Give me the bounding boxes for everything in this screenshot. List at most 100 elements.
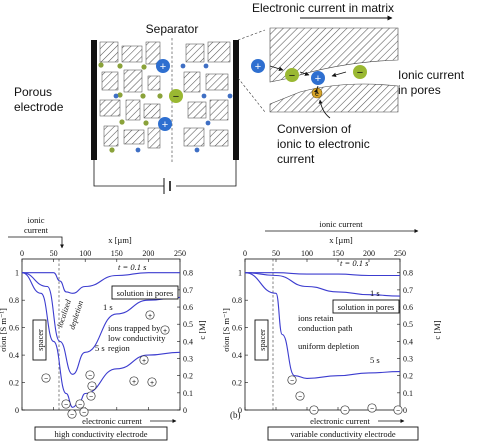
- solution-label: solution in pores: [117, 288, 174, 298]
- retain-label: conduction path: [298, 323, 353, 333]
- x-tick-label: 0: [20, 249, 24, 258]
- electronic-current-label: Electronic current in matrix: [252, 1, 394, 15]
- y-right-tick-label: 0.3: [403, 355, 413, 364]
- ion-symbol: [79, 407, 89, 417]
- ion-arrow: [331, 71, 347, 78]
- ion-symbol: [139, 355, 149, 365]
- conversion-label: ionic to electronic: [277, 137, 370, 151]
- dispersed-cations: [113, 63, 233, 153]
- caption-box-b: [267, 426, 419, 441]
- series-line-2: [244, 272, 401, 379]
- ion-sign: +: [148, 313, 152, 320]
- y-right-tick-label: 0.7: [183, 286, 193, 295]
- right-current-collector: [233, 40, 239, 160]
- ion-sign: −: [370, 406, 374, 413]
- ion-arrow: [299, 71, 310, 76]
- y-right-label: c [M]: [432, 320, 442, 339]
- ion-symbol: [61, 399, 71, 409]
- x-tick-label: 50: [272, 249, 280, 258]
- separator-label: Separator: [146, 22, 199, 36]
- spacer-label: spacer: [257, 329, 267, 351]
- ionic-current-label: current: [24, 225, 49, 235]
- external-circuit: [93, 160, 237, 187]
- ion-sign: −: [90, 384, 94, 391]
- anion-minus-icon: [353, 65, 367, 79]
- anion-sign: −: [289, 70, 295, 82]
- conversion-pointer: [318, 99, 331, 119]
- conversion-label: current: [277, 152, 315, 166]
- solution-box: [332, 299, 400, 314]
- cation-plus-icon: [311, 71, 325, 85]
- ion-symbol: [67, 409, 77, 419]
- trapped-ions: +++++−−−−−−−−: [41, 310, 170, 419]
- y-right-tick-label: 0.5: [183, 320, 193, 329]
- y-left-label: σion [S m⁻¹]: [221, 308, 231, 352]
- conversion-label: Conversion of: [277, 122, 352, 136]
- retain-label: ions retain: [298, 313, 334, 323]
- pore-zoom: Electronic current in matrix + − + − e I…: [251, 1, 465, 166]
- left-current-collector: [91, 40, 97, 160]
- series-line-2: [21, 272, 181, 408]
- ion-symbol: [86, 391, 96, 401]
- solution-label: solution in pores: [338, 302, 395, 312]
- ion-symbol: [309, 405, 319, 415]
- plot-frame-b: [244, 258, 401, 411]
- y-right-ticks-a: 00.10.20.30.40.50.60.70.8: [177, 269, 193, 415]
- x-tick-label: 150: [332, 249, 344, 258]
- trapped-label: low conductivity: [108, 333, 166, 343]
- y-right-tick-label: 0.4: [403, 337, 413, 346]
- anion-minus-icon: [285, 68, 299, 82]
- y-left-ticks-a: 00.20.40.60.81: [9, 269, 25, 415]
- spacer-box: [32, 319, 47, 361]
- y-right-tick-label: 0.8: [183, 269, 193, 278]
- curves-b: [244, 272, 401, 379]
- porous-electrode-label: Porous: [14, 85, 52, 99]
- zoom-line: [237, 29, 266, 41]
- cation-sign: +: [315, 73, 321, 85]
- series-line-0: [22, 272, 180, 294]
- ion-sign: +: [132, 379, 136, 386]
- uniform-depletion-label: uniform depletion: [298, 341, 360, 351]
- anion-minus-icon: [169, 89, 183, 103]
- series-line-1: [21, 272, 181, 375]
- t-label: t = 0.1 s: [118, 262, 147, 272]
- ion-sign: −: [396, 408, 400, 415]
- y-right-tick-label: 0.3: [183, 355, 193, 364]
- y-right-tick-label: 0.5: [403, 320, 413, 329]
- y-left-tick-label: 0.4: [232, 351, 242, 360]
- ion-symbol: [145, 310, 155, 320]
- ion-sign: −: [78, 402, 82, 409]
- y-right-tick-label: 0.7: [403, 286, 413, 295]
- y-left-tick-label: 0: [238, 406, 242, 415]
- y-right-tick-label: 0.2: [183, 372, 193, 381]
- solution-box: [111, 285, 179, 300]
- cation-sign: +: [162, 119, 168, 131]
- ion-sign: −: [64, 402, 68, 409]
- spacer-label: spacer: [35, 329, 45, 351]
- t-label: t = 0.1 s: [340, 258, 369, 268]
- y-right-tick-label: 0: [403, 406, 407, 415]
- caption-box-a: [34, 426, 168, 441]
- series-line-0: [245, 272, 400, 277]
- curves-a: [21, 272, 181, 408]
- y-right-tick-label: 0.8: [403, 269, 413, 278]
- ion-symbol: [147, 377, 157, 387]
- electronic-current-label: electronic current: [310, 416, 370, 426]
- left-electrode-particles: [99, 41, 161, 149]
- dispersed-ions: [98, 62, 163, 153]
- retained-ions: −−−−−−: [287, 375, 403, 415]
- conversion-arrow: [313, 85, 319, 94]
- x-tick-label: 150: [111, 249, 123, 258]
- y-left-tick-label: 0.4: [9, 351, 19, 360]
- x-tick-label: 200: [142, 249, 154, 258]
- x-tick-label: 200: [363, 249, 375, 258]
- ion-symbol: [367, 403, 377, 413]
- ion-sign: −: [290, 378, 294, 385]
- ion-symbol: [87, 381, 97, 391]
- ionic-current-label: in pores: [398, 83, 441, 97]
- x-tick-label: 250: [394, 249, 406, 258]
- y-right-tick-label: 0: [183, 406, 187, 415]
- ion-sign: +: [163, 328, 167, 335]
